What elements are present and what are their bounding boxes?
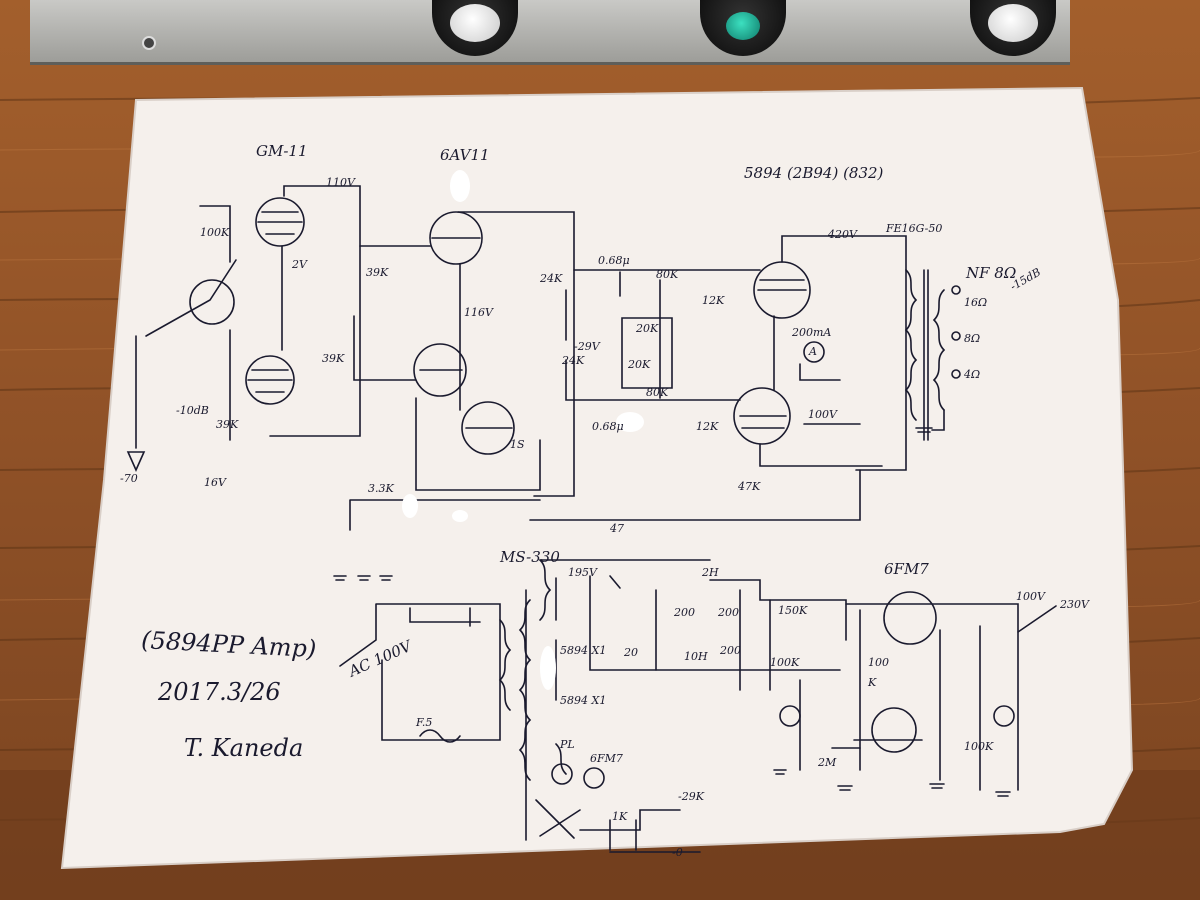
resistor-label: 3.3K bbox=[368, 482, 394, 495]
choke-label: 2H bbox=[702, 566, 719, 579]
resistor-label: 12K bbox=[702, 294, 725, 307]
pilot-lamp bbox=[726, 12, 760, 40]
resistor-label: 20K bbox=[636, 322, 659, 335]
correction-blot bbox=[616, 412, 644, 432]
resistor-label: 80K bbox=[646, 386, 669, 399]
capacitor-label: 0.68μ bbox=[598, 254, 630, 267]
capacitor-label: 200 bbox=[674, 606, 695, 619]
output-trans-label: FE16G-50 bbox=[886, 222, 943, 235]
capacitor-label: 47 bbox=[610, 522, 624, 535]
voltage-label: 230V bbox=[1060, 598, 1089, 611]
resistor-label: 12K bbox=[696, 420, 719, 433]
voltage-label: 2V bbox=[292, 258, 307, 271]
meter-symbol: A bbox=[809, 345, 817, 358]
resistor-label: 100K bbox=[770, 656, 800, 669]
correction-blot bbox=[402, 494, 418, 518]
value-label: K bbox=[868, 676, 877, 689]
capacitor-label: 2M bbox=[818, 756, 837, 769]
capacitor-label: 20 bbox=[624, 646, 638, 659]
resistor-label: 100K bbox=[964, 740, 994, 753]
resistor-label: 100 bbox=[868, 656, 889, 669]
voltage-label: 100V bbox=[1016, 590, 1045, 603]
heater-label: 5894 X1 bbox=[560, 644, 607, 657]
capacitor-label: 200 bbox=[720, 644, 741, 657]
schematic-lines bbox=[126, 185, 1057, 853]
resistor-label: 24K bbox=[540, 272, 563, 285]
date: 2017.3/26 bbox=[158, 678, 281, 706]
resistor-label: 100K bbox=[200, 226, 230, 239]
tube-label-6av11: 6AV11 bbox=[440, 146, 490, 164]
resistor-label: 47K bbox=[738, 480, 761, 493]
chassis-screw bbox=[142, 36, 156, 50]
transformer-label: MS-330 bbox=[500, 548, 560, 566]
capacitor-label: 0.68μ bbox=[592, 420, 624, 433]
fuse-label: F.5 bbox=[416, 716, 433, 729]
resistor-label: 80K bbox=[656, 268, 679, 281]
value-label: 1K bbox=[612, 810, 628, 823]
pilot-label: PL bbox=[560, 738, 575, 751]
value-label: 1S bbox=[510, 438, 525, 451]
ohm-16-label: 16Ω bbox=[964, 296, 988, 309]
correction-blot bbox=[450, 170, 470, 202]
resistor-label: -29K bbox=[678, 790, 704, 803]
voltage-label: 110V bbox=[326, 176, 355, 189]
voltage-label: 420V bbox=[828, 228, 857, 241]
resistor-label: 39K bbox=[216, 418, 239, 431]
voltage-label: 16V bbox=[204, 476, 226, 489]
value-label: -10dB bbox=[176, 404, 209, 417]
resistor-label: 20K bbox=[628, 358, 651, 371]
value-label: -70 bbox=[120, 472, 138, 485]
tube-label-gm11: GM-11 bbox=[256, 142, 308, 160]
resistor-label: 100V bbox=[808, 408, 837, 421]
meter-label: 200mA bbox=[792, 326, 832, 339]
tube-label-6fm7: 6FM7 bbox=[884, 560, 929, 578]
knob-cap bbox=[988, 4, 1038, 42]
paper-outline bbox=[60, 86, 1134, 870]
resistor-label: 39K bbox=[322, 352, 345, 365]
tube-label-output: 5894 (2B94) (832) bbox=[744, 164, 884, 182]
value-label: -0 bbox=[672, 846, 683, 859]
heater-label: 6FM7 bbox=[590, 752, 623, 765]
choke-label: 10H bbox=[684, 650, 708, 663]
resistor-label: 24K bbox=[562, 354, 585, 367]
voltage-label: -29V bbox=[574, 340, 600, 353]
voltage-label: 116V bbox=[464, 306, 493, 319]
correction-blot bbox=[540, 646, 556, 690]
resistor-label: 39K bbox=[366, 266, 389, 279]
signature: T. Kaneda bbox=[184, 734, 304, 762]
amplifier-chassis bbox=[30, 0, 1070, 65]
ohm-4-label: 4Ω bbox=[964, 368, 981, 381]
ohm-8-label: 8Ω bbox=[964, 332, 981, 345]
nfb-label: NF 8Ω bbox=[966, 264, 1017, 282]
resistor-label: 150K bbox=[778, 604, 808, 617]
knob-cap bbox=[450, 4, 500, 42]
heater-label: 5894 X1 bbox=[560, 694, 607, 707]
voltage-label: 195V bbox=[568, 566, 597, 579]
correction-blot bbox=[452, 510, 468, 522]
capacitor-label: 200 bbox=[718, 606, 739, 619]
